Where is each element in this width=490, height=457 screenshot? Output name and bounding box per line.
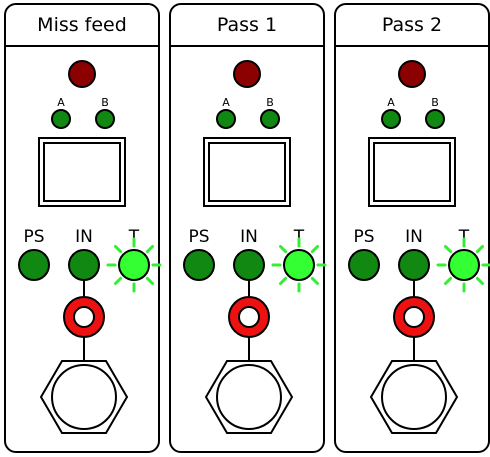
label-in: IN <box>405 227 423 247</box>
label-a: A <box>57 96 65 109</box>
label-ps: PS <box>23 227 44 247</box>
reset-button-center[interactable] <box>238 306 260 328</box>
lamp-ps <box>183 249 215 281</box>
hex-knob[interactable] <box>369 360 459 434</box>
label-t: T <box>128 227 140 247</box>
label-in: IN <box>75 227 93 247</box>
hex-knob[interactable] <box>204 360 294 434</box>
glow-rays <box>106 237 162 293</box>
reset-button[interactable] <box>228 296 270 338</box>
reset-button-center[interactable] <box>403 306 425 328</box>
hex-knob[interactable] <box>39 360 129 434</box>
panel-pass-2: Pass 2 A B PS IN T <box>334 3 490 453</box>
panel-graphics: A B PS IN T <box>183 60 327 434</box>
alarm-lamp <box>398 60 426 88</box>
knob-face[interactable] <box>216 364 282 430</box>
glow-rays <box>436 237 490 293</box>
lamp-in <box>398 249 430 281</box>
label-ps: PS <box>353 227 374 247</box>
lamp-ps <box>18 249 50 281</box>
lamp-b <box>260 109 280 129</box>
panel-graphics: A B PS IN T <box>348 60 490 434</box>
lamp-a <box>216 109 236 129</box>
panel-title: Pass 1 <box>171 5 323 47</box>
label-in: IN <box>240 227 258 247</box>
reset-button[interactable] <box>393 296 435 338</box>
panel-miss-feed: Miss feed A B PS IN T <box>4 3 162 453</box>
lamp-t <box>118 249 150 281</box>
lamp-a <box>381 109 401 129</box>
display-inner <box>373 142 451 202</box>
label-a: A <box>387 96 395 109</box>
display-inner <box>43 142 121 202</box>
lamp-in <box>68 249 100 281</box>
lamp-b <box>425 109 445 129</box>
lamp-t <box>283 249 315 281</box>
label-ps: PS <box>188 227 209 247</box>
reset-button[interactable] <box>63 296 105 338</box>
lamp-b <box>95 109 115 129</box>
panel-title: Miss feed <box>6 5 158 47</box>
lamp-a <box>51 109 71 129</box>
label-b: B <box>431 96 439 109</box>
knob-face[interactable] <box>381 364 447 430</box>
lamp-in <box>233 249 265 281</box>
alarm-lamp <box>233 60 261 88</box>
lamp-ps <box>348 249 380 281</box>
display-inner <box>208 142 286 202</box>
glow-rays <box>271 237 327 293</box>
label-t: T <box>293 227 305 247</box>
panel-graphics: A B PS IN T <box>18 60 162 434</box>
alarm-lamp <box>68 60 96 88</box>
label-a: A <box>222 96 230 109</box>
label-b: B <box>101 96 109 109</box>
label-b: B <box>266 96 274 109</box>
knob-face[interactable] <box>51 364 117 430</box>
panel-pass-1: Pass 1 A B PS IN T <box>169 3 327 453</box>
lamp-t <box>448 249 480 281</box>
reset-button-center[interactable] <box>73 306 95 328</box>
panel-title: Pass 2 <box>336 5 488 47</box>
label-t: T <box>458 227 470 247</box>
